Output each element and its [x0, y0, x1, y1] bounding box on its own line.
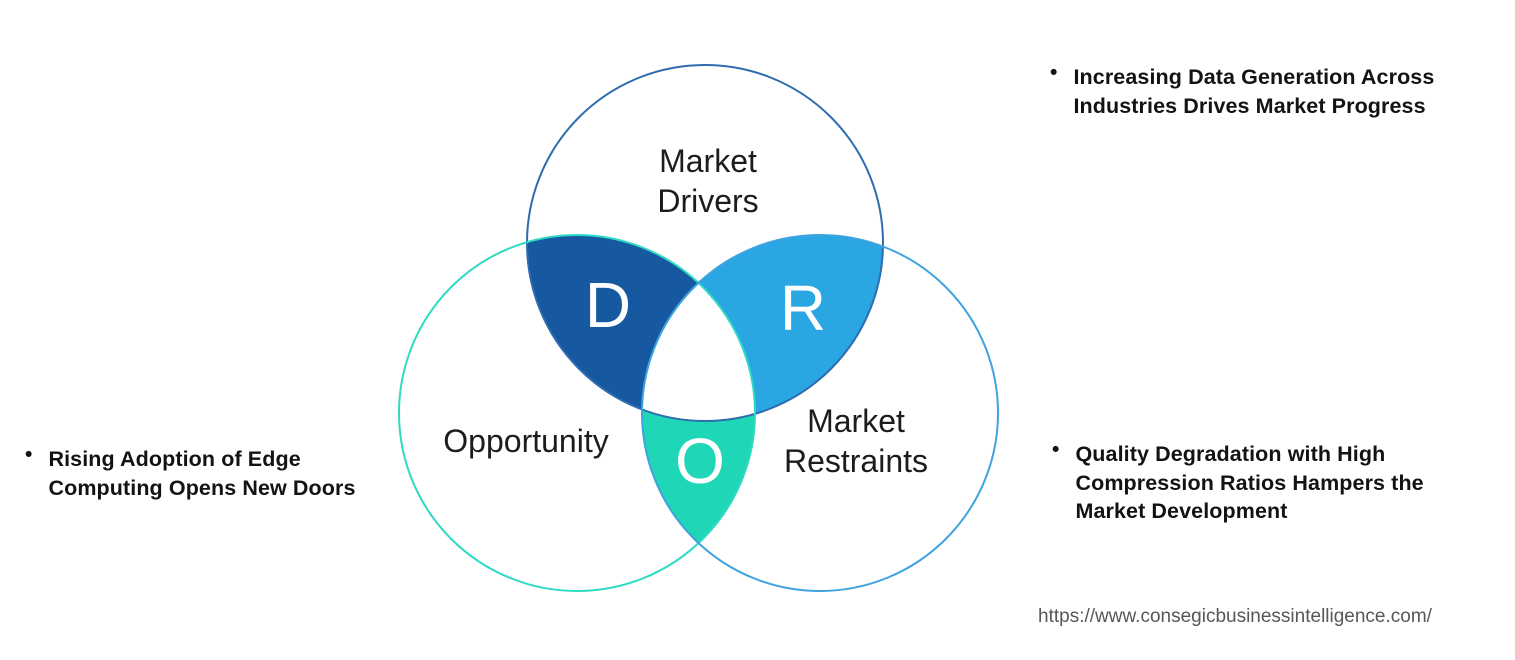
bullet-icon: • — [25, 443, 33, 466]
overlap-letter-d: D — [585, 269, 631, 341]
source-url: https://www.consegicbusinessintelligence… — [1038, 606, 1432, 627]
driver-bullet-text: Increasing Data Generation Across Indust… — [1073, 65, 1435, 118]
opportunity-bullet: • Rising Adoption of Edge Computing Open… — [25, 443, 405, 502]
restraints-circle-label: Market Restraints — [783, 403, 929, 479]
restraint-bullet-text: Quality Degradation with High Compressio… — [1075, 442, 1424, 523]
opportunity-circle-outline — [398, 234, 756, 592]
restraint-bullet: • Quality Degradation with High Compress… — [1052, 438, 1482, 526]
bullet-icon: • — [1052, 438, 1060, 461]
bullet-icon: • — [1050, 61, 1058, 84]
overlap-letter-o: O — [675, 425, 725, 497]
overlap-opportunity-restraints-region — [399, 235, 755, 591]
overlap-letter-r: R — [780, 272, 826, 344]
restraints-circle-outline — [641, 234, 999, 592]
opportunity-circle-label: Opportunity — [443, 423, 609, 459]
driver-bullet: • Increasing Data Generation Across Indu… — [1050, 61, 1480, 120]
drivers-circle-label: Market Drivers — [657, 143, 759, 219]
opportunity-bullet-text: Rising Adoption of Edge Computing Opens … — [48, 447, 356, 500]
